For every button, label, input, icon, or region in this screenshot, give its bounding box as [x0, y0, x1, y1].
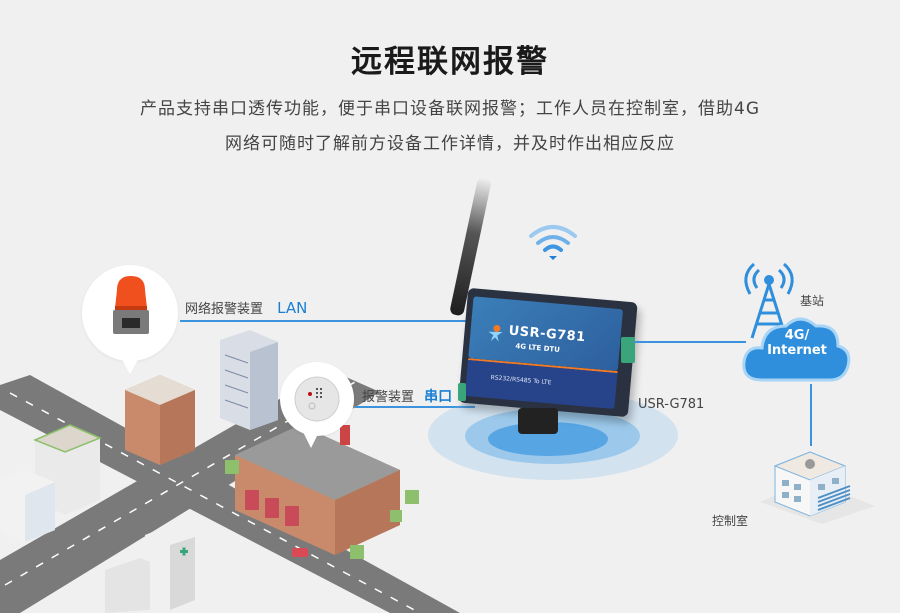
brick-building [125, 375, 195, 465]
serial-connection-line [355, 406, 475, 408]
device-top-panel: USR-G781 4G LTE DTU [468, 296, 624, 372]
cloud-label: 4G/ Internet [742, 328, 852, 358]
device-caption: USR-G781 [638, 397, 705, 412]
usr-g781-device: USR-G781 4G LTE DTU RS232/RS485 To LTE [458, 287, 638, 418]
alarm-light-icon [113, 276, 149, 334]
cloud-line-2: Internet [767, 343, 827, 358]
serial-alarm-text: 报警装置 [362, 390, 415, 405]
cloud-icon [742, 317, 851, 382]
control-building-left [0, 470, 55, 542]
cloud-to-control-line [810, 384, 812, 446]
smoke-detector-icon [294, 376, 340, 422]
serial-interface-text: 串口 [424, 389, 453, 405]
description-line-2: 网络可随时了解前方设备工作详情，并及时作出相应反应 [225, 134, 675, 154]
network-alarm-text: 网络报警装置 [185, 302, 264, 317]
cloud-line-1: 4G/ [784, 328, 810, 343]
car [292, 548, 308, 557]
cell-tower-icon [744, 262, 794, 339]
control-room-label: 控制室 [712, 514, 749, 528]
hospital [105, 525, 195, 613]
cloud-internet: 4G/ Internet [742, 312, 852, 384]
serial-alarm-label: 报警装置 串口 [362, 386, 452, 406]
city-illustration [0, 330, 460, 613]
device-subtitle: 4G LTE DTU [515, 342, 561, 355]
lan-connection-line [180, 320, 470, 322]
wifi-icon [529, 225, 577, 260]
control-building-icon [760, 451, 875, 524]
office-tower [220, 330, 278, 430]
mounting-bracket [518, 408, 558, 434]
lan-interface-text: LAN [277, 299, 308, 317]
page-title: 远程联网报警 [351, 44, 549, 80]
device-port-text: RS232/RS485 To LTE [490, 374, 552, 387]
device-logo-icon [488, 324, 503, 342]
bubble-pointer [118, 352, 142, 374]
network-alarm-label: 网络报警装置 LAN [185, 298, 307, 317]
bubble-pointer [302, 430, 320, 448]
description-line-1: 产品支持串口透传功能，便于串口设备联网报警；工作人员在控制室，借助4G [140, 99, 760, 119]
terminal-block-left [458, 383, 466, 401]
factory [235, 425, 400, 555]
wan-connection-line [634, 341, 746, 343]
terminal-block-right [621, 337, 635, 363]
base-station-label: 基站 [800, 294, 825, 308]
